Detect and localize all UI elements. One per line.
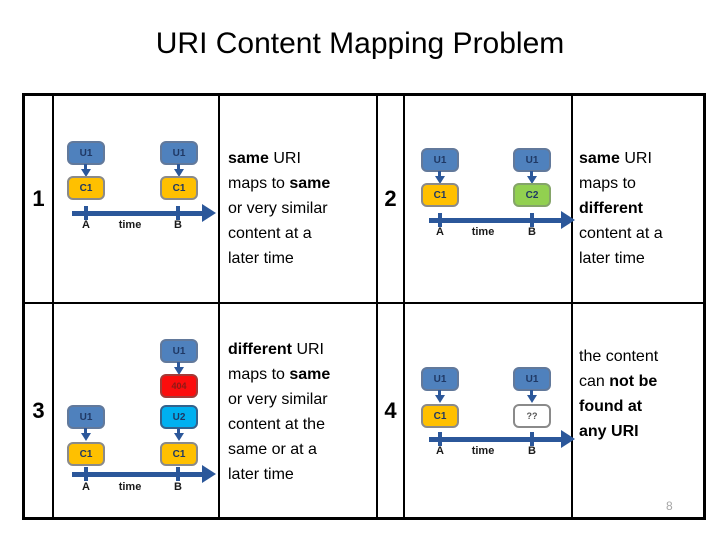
timeline-label-start: A bbox=[82, 481, 90, 493]
uri-box-u1: U1 bbox=[67, 141, 105, 165]
timeline-line bbox=[72, 211, 202, 216]
content-box-c1: C1 bbox=[421, 183, 459, 207]
slide-title: URI Content Mapping Problem bbox=[155, 27, 565, 60]
arrow-down-icon bbox=[434, 390, 446, 403]
content-box-c2: C2 bbox=[513, 183, 551, 207]
arrow-down-icon bbox=[526, 171, 538, 184]
timeline-arrowhead-icon bbox=[202, 204, 216, 222]
timeline-tick-a bbox=[84, 206, 88, 220]
timeline-tick-b bbox=[530, 213, 534, 227]
timeline-label-end: B bbox=[528, 226, 536, 238]
timeline-label-end: B bbox=[174, 481, 182, 493]
uri-box-u1: U1 bbox=[513, 148, 551, 172]
timeline-tick-b bbox=[176, 467, 180, 481]
case-2-diagram-cell: U1 C1 U1 C2 A time B bbox=[405, 96, 575, 304]
timeline-label-start: A bbox=[82, 219, 90, 231]
error-404-box: 404 bbox=[160, 374, 198, 398]
timeline-label-start: A bbox=[436, 445, 444, 457]
case-3-diagram-cell: U1 404 U2 C1 U1 C1 A time B bbox=[54, 304, 220, 517]
uri-box-u1: U1 bbox=[421, 148, 459, 172]
content-box-c1: C1 bbox=[160, 442, 198, 466]
uri-box-u1: U1 bbox=[160, 141, 198, 165]
arrow-down-icon bbox=[434, 171, 446, 184]
timeline-label-axis: time bbox=[471, 226, 495, 238]
case-2-number: 2 bbox=[378, 96, 405, 304]
case-3-number: 3 bbox=[25, 304, 54, 517]
case-1-number: 1 bbox=[25, 96, 54, 304]
timeline-label-end: B bbox=[174, 219, 182, 231]
arrow-down-icon bbox=[80, 164, 92, 177]
content-box-c1: C1 bbox=[160, 176, 198, 200]
timeline-label-end: B bbox=[528, 445, 536, 457]
timeline-label-axis: time bbox=[118, 481, 142, 493]
timeline-tick-a bbox=[438, 432, 442, 446]
timeline-tick-b bbox=[176, 206, 180, 220]
content-box-c1: C1 bbox=[421, 404, 459, 428]
timeline-arrowhead-icon bbox=[561, 430, 575, 448]
timeline-label-axis: time bbox=[471, 445, 495, 457]
unknown-content-box: ?? bbox=[513, 404, 551, 428]
timeline-line bbox=[429, 437, 561, 442]
timeline-tick-b bbox=[530, 432, 534, 446]
timeline-arrowhead-icon bbox=[561, 211, 575, 229]
arrow-down-icon bbox=[173, 164, 185, 177]
arrow-down-icon bbox=[80, 428, 92, 441]
content-box-c1: C1 bbox=[67, 176, 105, 200]
case-1-diagram-cell: U1 C1 U1 C1 A time B bbox=[54, 96, 220, 304]
uri-box-u1: U1 bbox=[421, 367, 459, 391]
arrow-down-icon bbox=[173, 428, 185, 441]
uri-box-u1: U1 bbox=[67, 405, 105, 429]
uri-box-u1: U1 bbox=[160, 339, 198, 363]
page-number: 8 bbox=[666, 499, 673, 513]
arrow-down-icon bbox=[173, 362, 185, 375]
timeline-arrowhead-icon bbox=[202, 465, 216, 483]
uri-box-u2: U2 bbox=[160, 405, 198, 429]
timeline-line bbox=[429, 218, 561, 223]
uri-box-u1: U1 bbox=[513, 367, 551, 391]
case-4-diagram-cell: U1 C1 U1 ?? A time B bbox=[405, 304, 575, 517]
arrow-down-icon bbox=[526, 390, 538, 403]
timeline-line bbox=[72, 472, 202, 477]
case-4-number: 4 bbox=[378, 304, 405, 517]
timeline-label-start: A bbox=[436, 226, 444, 238]
content-box-c1: C1 bbox=[67, 442, 105, 466]
timeline-tick-a bbox=[84, 467, 88, 481]
timeline-tick-a bbox=[438, 213, 442, 227]
timeline-label-axis: time bbox=[118, 219, 142, 231]
